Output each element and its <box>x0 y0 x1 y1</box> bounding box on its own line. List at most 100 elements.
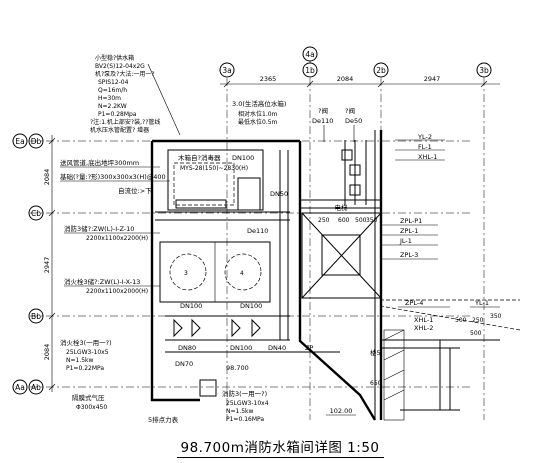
callout-base: 基础(?量:?形)300x300x3(H)@400 <box>60 172 166 181</box>
callout-valve-well: 隔膜式气压 <box>72 393 105 402</box>
note-pump-5: H=30m <box>98 95 121 102</box>
axis-label-2b: 2b <box>376 66 386 75</box>
note-pump-0: 小型稳?供水箱 <box>95 54 134 62</box>
room-label: 楼5 <box>370 348 381 357</box>
equip-sterilizer-model: MYS-28(150)~2830(H) <box>180 165 248 172</box>
dim-mid-350: 350 <box>366 217 378 224</box>
pipe-dn80: DN80 <box>178 344 196 352</box>
pipe-zp: ZP <box>305 344 313 352</box>
callout-pump2-spec-0: 25LGW3-10x4 <box>226 400 269 407</box>
axis-label-3b: 3b <box>479 66 489 75</box>
axis-bubble-3a <box>219 62 235 78</box>
note-valve-b: ?阀 <box>345 106 355 115</box>
note-pump-8: ?注:1.机上部安?装,??管线 <box>90 118 160 126</box>
callout-tank1: 消防3储?:ZW(L)-I-Z-10 <box>64 224 134 233</box>
axis-label-db: Db <box>31 137 42 146</box>
elev-102: 102.00 <box>330 407 353 415</box>
room-walls: 电梯 楼5 102.00 <box>150 130 405 421</box>
axis-label-1b: 1b <box>305 66 315 75</box>
dim-low-500: 500 <box>455 317 467 324</box>
riser-labels: YL-2 FL-1 XHL-1 ZPL-P1 ZPL-1 JL-1 ZPL-3 … <box>318 133 502 387</box>
pipe-dn70: DN70 <box>175 360 193 368</box>
top-grid-axes: 3a 1b 4a 2b 3b 2365 2084 2947 <box>219 46 500 420</box>
dim-stair-650: 650 <box>370 380 382 387</box>
pipe-dn100-c: DN100 <box>240 302 262 310</box>
axis-label-4a: 4a <box>305 50 314 59</box>
note-tank-2: 最低水位0.5m <box>238 118 278 126</box>
axis-label-ea: Ea <box>15 137 24 146</box>
callout-pump1: 消火栓3(一用一?) <box>60 338 112 347</box>
pump-notes: 小型稳?供水箱 BV2(S)12-04x2G 机?泵及?大法:一用一? SPIS… <box>90 54 181 136</box>
riser-xhl1: XHL-1 <box>418 153 437 161</box>
note-pump-9: 机水压水管配置? 增器 <box>90 126 149 134</box>
equip-sterilizer: 木箱自?消毒器 <box>178 153 221 162</box>
svg-text:4: 4 <box>240 270 244 277</box>
dim-low-350: 350 <box>490 313 502 320</box>
axis-label-cb: Cb <box>31 209 41 218</box>
pipe-de50-top: De50 <box>345 117 362 125</box>
callout-pump2-spec-1: N=1.5kw <box>226 408 254 415</box>
pipe-de110-top: De110 <box>312 117 333 125</box>
note-tank-1: 相对水位1.0m <box>238 110 278 118</box>
pipe-dn100-d: DN100 <box>230 344 252 352</box>
note-pump-6: N=2.2KW <box>98 103 127 110</box>
callout-pump2-spec-2: P1=0.16MPa <box>226 416 264 423</box>
riser-zpl1: ZPL-1 <box>400 227 418 235</box>
note-valve-a: ?阀 <box>318 106 328 115</box>
callout-valve-well-spec: Φ300x450 <box>76 404 107 411</box>
axis-bubble-3b <box>476 62 492 78</box>
tank-hatch-2 <box>224 253 262 291</box>
axis-bubble-2b <box>373 62 389 78</box>
callout-tank2: 消火栓3储?:ZW(L)-I-X-13 <box>64 277 140 286</box>
callout-pump2: 消防3(一用一?) <box>222 389 267 398</box>
riser-xhl2: XHL-2 <box>414 324 433 332</box>
dim-top-2947: 2947 <box>424 75 441 83</box>
dim-left-2084a: 2084 <box>43 169 51 186</box>
dim-mid-250: 250 <box>318 217 330 224</box>
left-callouts: 送风管道,底出地坪300mm 基础(?量:?形)300x300x3(H)@400… <box>60 158 269 424</box>
pipe-dn100-b: DN100 <box>180 302 202 310</box>
riser-fl1: FL-1 <box>418 143 432 151</box>
pipe-dn40: DN40 <box>268 344 286 352</box>
axis-label-3a: 3a <box>222 66 231 75</box>
axis-label-aa: Aa <box>15 383 25 392</box>
riser-zpl3: ZPL-3 <box>400 251 418 259</box>
callout-self-water: 自流位:>下 <box>118 186 152 195</box>
callout-five-pt: 5排点力表 <box>148 415 179 424</box>
note-tank-0: 3.0(生活高位水箱) <box>232 99 286 108</box>
drawing-title-bar: 98.700m消防水箱间详图 1:50 <box>0 436 560 460</box>
note-pump-1: BV2(S)12-04x2G <box>95 63 145 70</box>
svg-text:3: 3 <box>184 270 188 277</box>
pump-set: DN80 DN100 DN40 DN70 98.700 ZP <box>165 315 340 397</box>
riser-jl1: JL-1 <box>399 237 412 245</box>
dim-mid-500: 500 <box>355 217 367 224</box>
note-pump-7: P1=0.28Mpa <box>98 111 137 118</box>
dim-low-500b: 500 <box>470 330 482 337</box>
dim-mid-600: 600 <box>338 217 350 224</box>
note-pump-3: SPIS12-04 <box>98 79 129 86</box>
riser-xhl1-low: XHL-1 <box>414 316 433 324</box>
dim-left-2947: 2947 <box>43 257 51 274</box>
axis-label-ab: Ab <box>31 383 41 392</box>
callout-tank2-size: 2200x1100x2000(H) <box>86 288 148 295</box>
fire-tanks: 3 4 DN100 DN100 <box>155 150 290 340</box>
note-pump-2: 机?泵及?大法:一用一? <box>95 70 155 78</box>
axis-label-bb: Bb <box>31 312 41 321</box>
dim-top-2365: 2365 <box>260 75 277 83</box>
dim-top-2084: 2084 <box>337 75 354 83</box>
drawing-title: 98.700m消防水箱间详图 1:50 <box>176 440 384 458</box>
pipe-runs <box>300 140 521 411</box>
callout-pump1-spec-2: P1=0.22MPa <box>66 365 104 372</box>
pipe-dn100-a: DN100 <box>232 154 254 162</box>
callout-pump1-spec-0: 25LGW3-10x5 <box>66 349 109 356</box>
pipe-dn50: DN50 <box>270 190 288 198</box>
tank-notes: 3.0(生活高位水箱) 相对水位1.0m 最低水位0.5m ?阀 ?阀 De11… <box>232 99 362 142</box>
pipe-de110-mid: De110 <box>247 227 268 235</box>
note-pump-4: Q=16m/h <box>98 87 127 94</box>
dim-low-250: 250 <box>472 317 484 324</box>
riser-zpl4: ZPL-4 <box>405 299 423 307</box>
dim-left-2084b: 2084 <box>43 344 51 361</box>
callout-duct: 送风管道,底出地坪300mm <box>60 158 139 167</box>
callout-tank1-size: 2200x1100x2200(H) <box>86 235 148 242</box>
